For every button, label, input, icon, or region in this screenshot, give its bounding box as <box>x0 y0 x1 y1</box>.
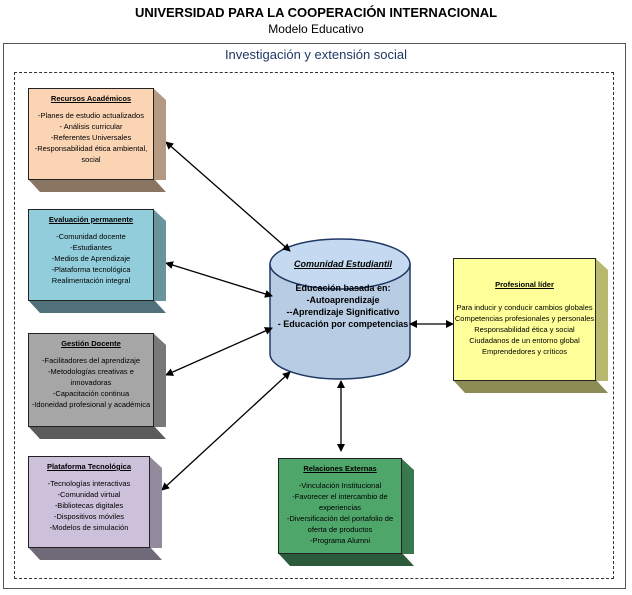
box-title: Plataforma Tecnológica <box>46 462 132 471</box>
center-line: - Educación por competencias <box>277 319 409 329</box>
box-item: -Idoneidad profesional y académica <box>31 400 151 409</box>
box-profesional-lider: Profesional líder Para inducir y conduci… <box>453 258 608 393</box>
box-item: Ciudadanos de un entorno global <box>469 336 580 345</box>
box-face: Evaluación permanente -Comunidad docente… <box>28 209 154 301</box>
box-item: -Modelos de simulación <box>49 523 129 532</box>
box-relaciones-externas: Relaciones Externas -Vinculación Institu… <box>278 458 414 566</box>
arrow-evaluacion <box>165 261 273 298</box>
box-item: -Diversificación del portafolio de ofert… <box>286 514 394 534</box>
center-line: Educación basada en: <box>295 283 391 293</box>
box-item: -Comunidad docente <box>56 232 126 241</box>
box-item: -Plataforma tecnológica <box>51 265 131 274</box>
arrow-plataforma <box>161 371 291 491</box>
box-item: -Comunidad virtual <box>57 490 121 499</box>
diagram-title: UNIVERSIDAD PARA LA COOPERACIÓN INTERNAC… <box>134 5 498 20</box>
box-item: Para inducir y conducir cambios globales <box>456 303 593 312</box>
arrow-gestion <box>165 327 273 376</box>
box-face: Recursos Académicos -Planes de estudio a… <box>28 88 154 180</box>
box-side <box>153 333 166 427</box>
box-face: Gestión Docente -Facilitadores del apren… <box>28 333 154 427</box>
box-bottom <box>453 380 608 393</box>
box-face: Profesional líder Para inducir y conduci… <box>453 258 596 381</box>
box-bottom <box>28 547 162 560</box>
box-item: Competencias profesionales y personales <box>454 314 595 323</box>
box-side <box>595 258 608 381</box>
box-item: -Programa Alumni <box>309 536 371 545</box>
box-bottom <box>28 426 166 439</box>
box-title: Gestión Docente <box>61 339 121 348</box>
box-item: -Bibliotecas digitales <box>54 501 124 510</box>
box-side <box>153 209 166 301</box>
box-gestion-docente: Gestión Docente -Facilitadores del apren… <box>28 333 166 439</box>
box-face: Relaciones Externas -Vinculación Institu… <box>278 458 402 554</box>
diagram-subtitle: Modelo Educativo <box>268 22 364 36</box>
box-title: Evaluación permanente <box>48 215 134 224</box>
box-item: -Estudiantes <box>70 243 112 252</box>
outer-frame <box>3 43 626 589</box>
box-bottom <box>28 179 166 192</box>
center-line: -Autoaprendizaje <box>306 295 380 305</box>
box-bottom <box>278 553 414 566</box>
center-line: --Aprendizaje Significativo <box>286 307 400 317</box>
section-title: Investigación y extensión social <box>224 47 408 62</box>
box-side <box>153 88 166 180</box>
box-side <box>149 456 162 548</box>
box-title: Profesional líder <box>495 280 554 289</box>
comunidad-cylinder <box>269 238 411 380</box>
box-bottom <box>28 300 166 313</box>
box-side <box>401 458 414 554</box>
box-item: Emprendedores y críticos <box>481 347 568 356</box>
box-item: -Planes de estudio actualizados <box>38 111 144 120</box>
box-plataforma-tecnologica: Plataforma Tecnológica -Tecnologías inte… <box>28 456 162 560</box>
box-recursos-academicos: Recursos Académicos -Planes de estudio a… <box>28 88 166 192</box>
box-item: - Análisis curricular <box>59 122 123 131</box>
center-text: Educación basada en: -Autoaprendizaje --… <box>268 282 418 330</box>
box-item: -Medios de Aprendizaje <box>51 254 131 263</box>
box-title: Recursos Académicos <box>50 94 132 103</box>
box-item: -Referentes Universales <box>50 133 132 142</box>
box-evaluacion-permanente: Evaluación permanente -Comunidad docente… <box>28 209 166 313</box>
center-title: Comunidad Estudiantil <box>294 259 392 269</box>
box-item: -Vinculación Institucional <box>298 481 382 490</box>
box-item: -Favorecer el intercambio de experiencia… <box>292 492 388 512</box>
box-item: -Dispositivos móviles <box>53 512 125 521</box>
dashed-frame <box>14 72 614 579</box>
box-item: Responsabilidad ética y social <box>474 325 575 334</box>
box-item: -Capacitación continua <box>52 389 130 398</box>
box-item: -Tecnologías interactivas <box>47 479 131 488</box>
box-item: -Responsabilidad ética ambiental, social <box>34 144 148 164</box>
arrow-recursos <box>165 141 291 252</box>
box-title: Relaciones Externas <box>303 464 377 473</box>
box-item: Realimentación integral <box>51 276 131 285</box>
box-item: -Facilitadores del aprendizaje <box>42 356 140 365</box>
box-item: -Metodologías creativas e innovadoras <box>48 367 134 387</box>
box-face: Plataforma Tecnológica -Tecnologías inte… <box>28 456 150 548</box>
